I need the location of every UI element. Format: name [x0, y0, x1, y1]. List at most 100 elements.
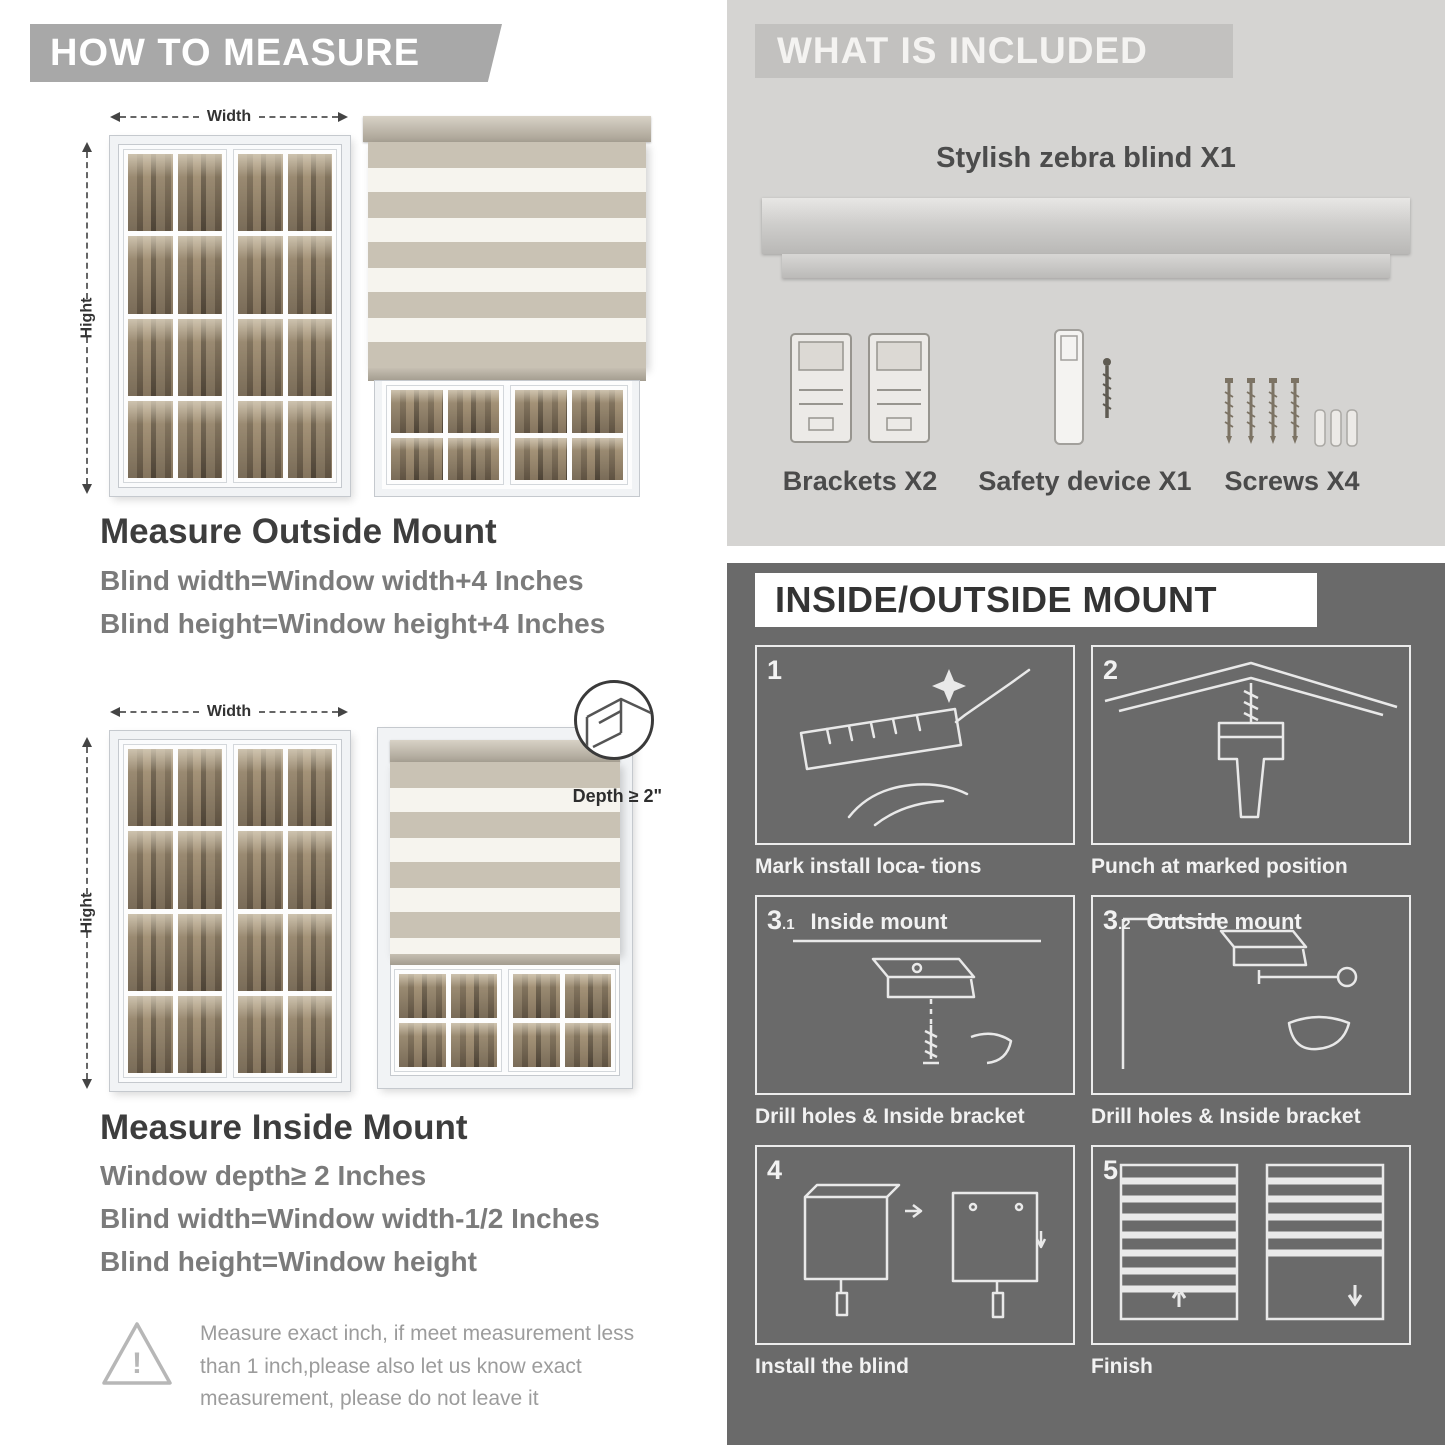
height-arrow: Hight [78, 737, 96, 1089]
window-pane [128, 913, 173, 991]
height-label: Hight [78, 892, 95, 934]
window-pane [515, 437, 567, 480]
window-pane [571, 437, 623, 480]
window-sash [123, 744, 227, 1078]
window-pane [177, 913, 222, 991]
step-caption-3-1: Drill holes & Inside bracket [755, 1105, 1025, 1128]
window-pane [391, 390, 443, 433]
measure-mark-icon [799, 668, 1031, 827]
arrow-down-icon [82, 484, 92, 494]
window-pane [128, 400, 173, 478]
window-pane [177, 236, 222, 314]
window-pane [515, 390, 567, 433]
window-sash [510, 385, 628, 485]
step-panel-4: 4 [755, 1145, 1075, 1345]
window-pane [238, 913, 283, 991]
window-pane [287, 154, 332, 232]
outside-mount-window-figure: Width Hight [78, 100, 350, 496]
window-pane [177, 318, 222, 396]
inside-bracket-icon [793, 939, 1041, 1065]
step-caption-3-2: Drill holes & Inside bracket [1091, 1105, 1361, 1128]
how-to-measure-title: HOW TO MEASURE [50, 31, 421, 74]
window-pane [128, 318, 173, 396]
safety-device-label: Safety device X1 [978, 466, 1192, 496]
window-pane [128, 995, 173, 1073]
window-pane [447, 437, 499, 480]
mount-banner: INSIDE/OUTSIDE MOUNT [755, 573, 1317, 627]
arrow-left-icon [110, 707, 120, 717]
step-caption-5: Finish [1091, 1355, 1153, 1378]
step-caption-2: Punch at marked position [1091, 855, 1348, 878]
window-pane [287, 749, 332, 827]
how-to-measure-banner: HOW TO MEASURE [30, 24, 502, 82]
arrow-right-icon [338, 707, 348, 717]
step-caption-1: Mark install loca- tions [755, 855, 982, 878]
screws-icon [1223, 376, 1358, 447]
inside-mount-line-3: Blind height=Window height [100, 1246, 477, 1277]
width-arrow: Width [110, 108, 348, 126]
blind-headrail [390, 740, 620, 762]
warning-text: Measure exact inch, if meet measurement … [200, 1322, 635, 1411]
bracket-icon [790, 333, 930, 443]
width-label: Width [206, 108, 252, 125]
window-pane [399, 1023, 446, 1067]
arrow-right-icon [338, 112, 348, 122]
window-pane [571, 390, 623, 433]
step-number: 3.1 Inside mount [767, 905, 948, 935]
inside-mount-blind-figure: Depth ≥ 2" [378, 680, 662, 1088]
screws-label: Screws X4 [1224, 466, 1360, 496]
width-arrow: Width [110, 703, 348, 721]
window-sash [123, 149, 227, 483]
step-number: 5 [1103, 1155, 1119, 1185]
step-panel-3-1: 3.1 Inside mount [755, 895, 1075, 1095]
window-pane [177, 749, 222, 827]
arrow-down-icon [82, 1079, 92, 1089]
window-pane [447, 390, 499, 433]
window-sash [386, 385, 504, 485]
warning-triangle-icon: ! [102, 1322, 172, 1385]
blind-bottomrail [368, 368, 646, 381]
outside-bracket-icon [1121, 917, 1358, 1069]
headrail-bar [762, 198, 1410, 254]
mount-title: INSIDE/OUTSIDE MOUNT [775, 579, 1218, 620]
blind-bottomrail [390, 954, 620, 965]
window-pane [287, 236, 332, 314]
arrow-up-icon [82, 142, 92, 152]
step-panel-2: 2 [1091, 645, 1411, 845]
step-caption-4: Install the blind [755, 1355, 910, 1378]
step-panel-3-2: 3.2 Outside mount [1091, 895, 1411, 1095]
window-sash [233, 744, 337, 1078]
outside-mount-blind-figure [363, 116, 651, 496]
window-pane [238, 995, 283, 1073]
headrail-valance [782, 254, 1390, 278]
what-is-included-title: WHAT IS INCLUDED [777, 30, 1148, 71]
blind-item-label: Stylish zebra blind X1 [936, 142, 1236, 174]
what-is-included-section: WHAT IS INCLUDED Stylish zebra blind X1 [727, 0, 1445, 546]
depth-label: Depth ≥ 2" [572, 786, 662, 806]
window-pane [287, 831, 332, 909]
drill-icon [1104, 661, 1398, 819]
window-pane [513, 974, 560, 1018]
window-frame [378, 728, 632, 1088]
window-pane [177, 995, 222, 1073]
window-pane [238, 318, 283, 396]
outside-mount-line-1: Blind width=Window width+4 Inches [100, 565, 584, 596]
window-pane [238, 154, 283, 232]
step-panel-5: 5 [1091, 1145, 1411, 1345]
window-pane [450, 1023, 497, 1067]
what-is-included-banner: WHAT IS INCLUDED [755, 24, 1233, 78]
window-sash [233, 149, 337, 483]
inside-outside-mount-section: INSIDE/OUTSIDE MOUNT 1 Mark install loca… [727, 563, 1445, 1445]
measurement-warning: ! Measure exact inch, if meet measuremen… [98, 1318, 648, 1416]
window-pane [391, 437, 443, 480]
window-pane [564, 974, 611, 1018]
safety-device-icon [1054, 329, 1112, 445]
window-pane [128, 236, 173, 314]
step-number: 4 [767, 1155, 783, 1185]
window-sash [508, 969, 616, 1072]
window-pane [287, 913, 332, 991]
inside-mount-line-2: Blind width=Window width-1/2 Inches [100, 1203, 600, 1234]
window-pane [287, 995, 332, 1073]
inside-mount-title: Measure Inside Mount [100, 1108, 468, 1147]
window-pane [513, 1023, 560, 1067]
